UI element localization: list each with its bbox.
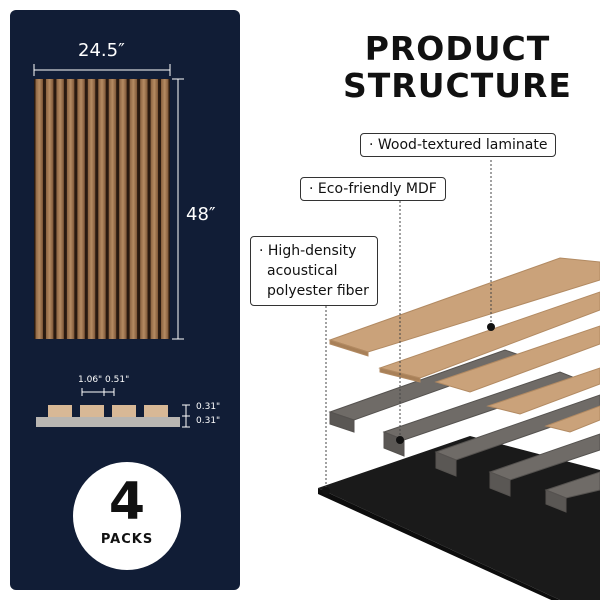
label-polyester-line-1: · High-density [259,243,357,259]
label-polyester-line-3: polyester fiber [267,283,369,299]
base-height-label: 0.31" [196,416,221,426]
label-wood-laminate: · Wood-textured laminate [360,133,557,157]
slat-height-label: 0.31" [196,402,221,412]
pack-unit: PACKS [100,532,154,547]
panel-slat [56,79,64,339]
panel-slat [119,79,127,339]
panel-slat [108,79,117,339]
label-polyester-line-2: acoustical [267,263,338,279]
width-label: 24.5″ [78,40,125,61]
panel-slat [129,79,138,339]
title-line-1: PRODUCT [364,29,551,68]
label-polyester-fiber: · High-density acoustical polyester fibe… [250,236,378,306]
panel-slat [66,79,75,339]
panel-slat [77,79,85,339]
slat-spacing-label: 1.06" 0.51" [78,375,130,385]
panel-slat [150,79,159,339]
panel-slat [87,79,96,339]
pack-count-badge: 4 PACKS [73,462,181,570]
panel-slat [140,79,148,339]
title-line-2: STRUCTURE [343,66,572,105]
panel-slat [45,79,54,339]
panel-slat [98,79,106,339]
pack-count: 4 [108,472,146,532]
page-title: PRODUCT STRUCTURE [330,30,585,104]
slat-panel-image [34,79,170,339]
panel-slat [35,79,43,339]
panel-slat [161,79,169,339]
height-label: 48″ [186,204,216,225]
label-mdf: · Eco-friendly MDF [300,177,446,201]
